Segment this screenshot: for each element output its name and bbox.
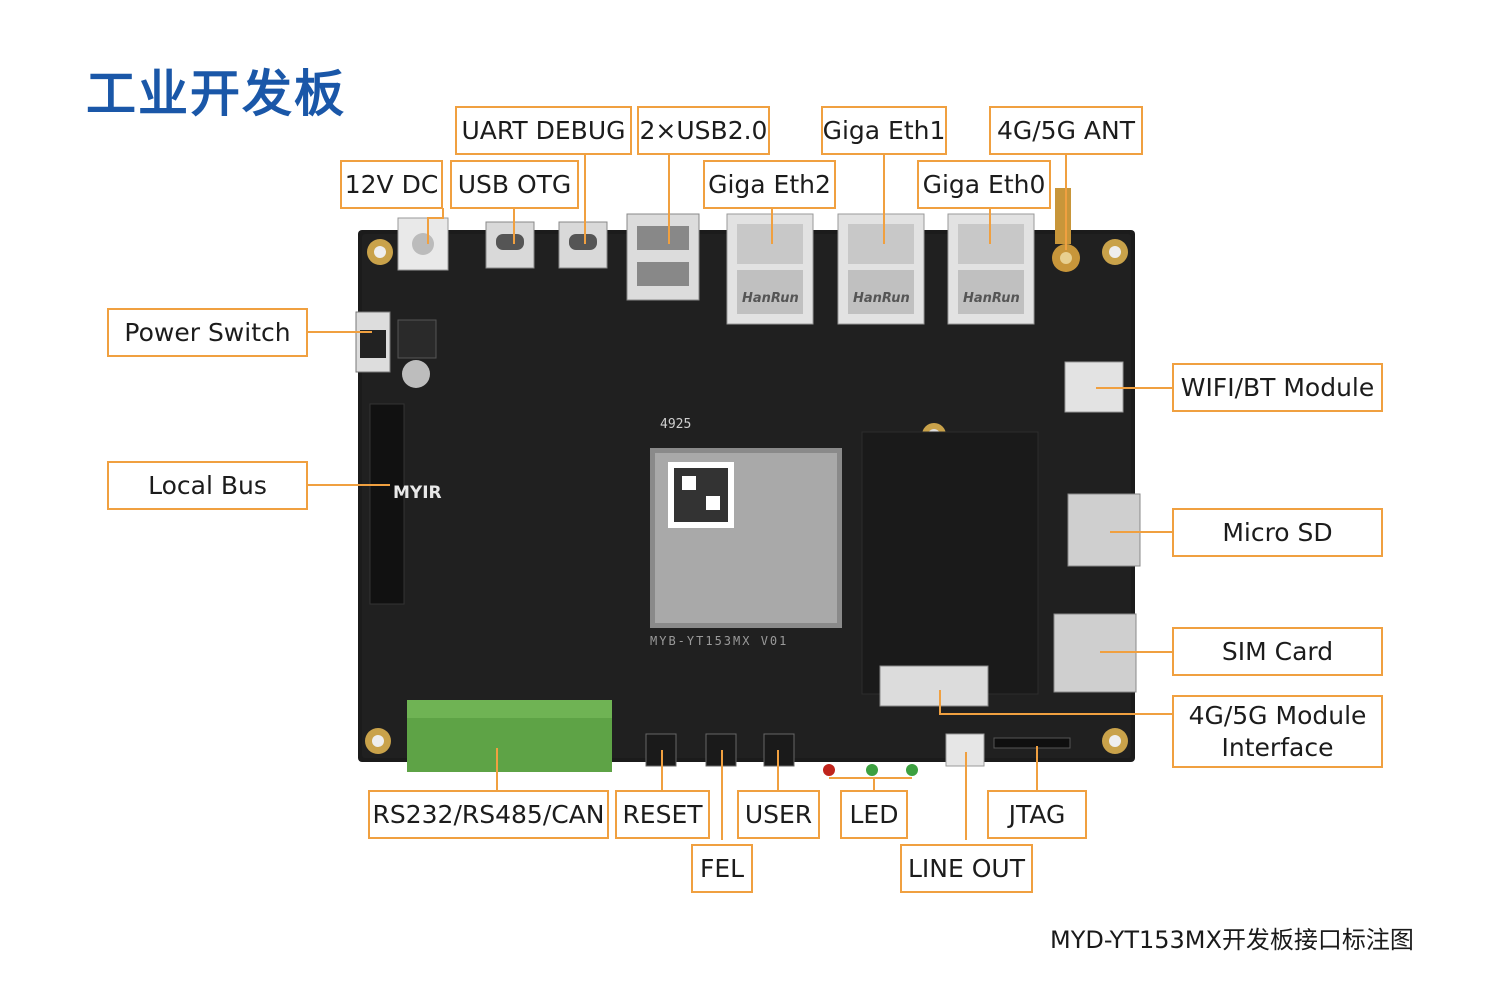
led-green-1 xyxy=(866,764,878,776)
label-power-switch: Power Switch xyxy=(107,308,308,357)
dual-usb-port xyxy=(626,213,700,301)
terminal-block xyxy=(407,700,612,772)
label-ant: 4G/5G ANT xyxy=(989,106,1143,155)
leader-module-if xyxy=(939,690,1172,715)
module-area xyxy=(861,431,1039,695)
caption: MYD-YT153MX开发板接口标注图 xyxy=(1050,926,1414,954)
label-line-out: LINE OUT xyxy=(900,844,1033,893)
label-giga-eth2: Giga Eth2 xyxy=(703,160,836,209)
rj45-eth1 xyxy=(837,213,925,325)
label-user: USER xyxy=(737,790,820,839)
label-led: LED xyxy=(840,790,908,839)
label-local-bus: Local Bus xyxy=(107,461,308,510)
label-giga-eth1: Giga Eth1 xyxy=(821,106,947,155)
label-module-interface: 4G/5G Module Interface xyxy=(1172,695,1383,768)
jtag-header xyxy=(993,737,1071,749)
som-module xyxy=(650,448,842,628)
label-usb-otg: USB OTG xyxy=(450,160,579,209)
label-micro-sd: Micro SD xyxy=(1172,508,1383,557)
label-module-interface-line1: 4G/5G Module xyxy=(1188,701,1367,731)
page-title: 工业开发板 xyxy=(86,65,346,123)
jack-brand-eth1: HanRun xyxy=(853,291,910,306)
label-usb2: 2×USB2.0 xyxy=(637,106,770,155)
leader-led xyxy=(829,777,912,790)
led-green-2 xyxy=(906,764,918,776)
label-giga-eth0: Giga Eth0 xyxy=(917,160,1051,209)
leader-12v xyxy=(427,208,444,244)
label-fel: FEL xyxy=(691,844,753,893)
label-rs232-rs485-can: RS232/RS485/CAN xyxy=(368,790,609,839)
label-uart-debug: UART DEBUG xyxy=(455,106,632,155)
micro-sd-slot xyxy=(1067,493,1141,567)
wifi-module xyxy=(1064,361,1124,413)
led-red xyxy=(823,764,835,776)
label-module-interface-line2: Interface xyxy=(1221,732,1334,762)
label-jtag: JTAG xyxy=(987,790,1087,839)
label-12v-dc: 12V DC xyxy=(340,160,443,209)
jack-brand-eth0: HanRun xyxy=(963,291,1020,306)
label-reset: RESET xyxy=(615,790,710,839)
label-sim-card: SIM Card xyxy=(1172,627,1383,676)
board-code: 4925 xyxy=(660,417,691,432)
local-bus-header xyxy=(369,403,405,605)
jack-brand-eth2: HanRun xyxy=(742,291,799,306)
rj45-eth0 xyxy=(947,213,1035,325)
board-brand: MYIR xyxy=(393,483,442,503)
dc-jack xyxy=(397,217,449,271)
label-wifi-bt: WIFI/BT Module xyxy=(1172,363,1383,412)
rj45-eth2 xyxy=(726,213,814,325)
silk-model: MYB-YT153MX V01 xyxy=(650,634,788,648)
